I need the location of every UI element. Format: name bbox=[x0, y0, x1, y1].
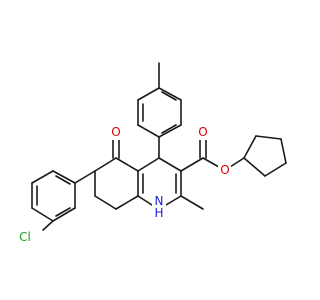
chlorine-label: Cl bbox=[15, 230, 35, 245]
ester-carbon-bond bbox=[180, 157, 204, 172]
cyclopentyl-ring bbox=[243, 135, 287, 177]
nh-h-text: N bbox=[155, 194, 164, 208]
ketone-oxygen-label: O bbox=[109, 125, 123, 140]
ester-carbonyl-oxygen-label: O bbox=[196, 125, 210, 140]
chloro-bond bbox=[42, 220, 54, 231]
ester-carbonyl-oxygen-text: O bbox=[198, 125, 207, 139]
nh-label: H N bbox=[152, 194, 166, 224]
dihydropyridine-ring bbox=[137, 157, 182, 206]
tolyl-ring bbox=[137, 87, 182, 138]
chlorophenyl-ring bbox=[31, 170, 76, 222]
ring-methyl-bond bbox=[180, 195, 204, 210]
chlorophenyl-attach-bond bbox=[74, 170, 96, 184]
ester-oxygen-label: O bbox=[218, 163, 231, 177]
ester-cyclopentyl-bond bbox=[229, 157, 245, 168]
nh-n-text: H bbox=[154, 206, 163, 220]
cyclohexenone-ring bbox=[94, 157, 139, 210]
ester-oxygen-bond bbox=[202, 157, 220, 168]
ketone-oxygen-text: O bbox=[111, 125, 120, 139]
molecule-diagram: O O O H N Cl bbox=[15, 62, 287, 245]
ester-oxygen-text: O bbox=[220, 163, 229, 177]
chlorine-text: Cl bbox=[19, 230, 31, 244]
